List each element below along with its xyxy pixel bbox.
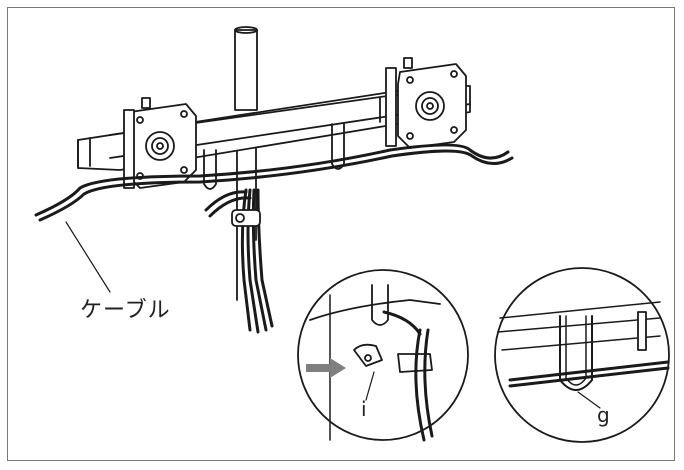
- part-i-label: i: [361, 397, 367, 421]
- part-i-leader-line: [365, 371, 375, 401]
- detail-circle-clip: [297, 269, 469, 442]
- detail-circle-hook: [494, 267, 670, 443]
- pole-cable-clip: [231, 209, 261, 227]
- part-g-label: g: [597, 403, 610, 427]
- cables: [34, 143, 514, 334]
- part-g-leader-line: [577, 391, 601, 409]
- monitor-pole: [234, 26, 258, 301]
- cable-label: ケーブル: [80, 298, 171, 323]
- left-vesa-plate: [123, 97, 197, 189]
- cable-leader-line: [65, 221, 111, 293]
- arrow-icon: [306, 358, 346, 378]
- right-vesa-plate: [385, 57, 467, 149]
